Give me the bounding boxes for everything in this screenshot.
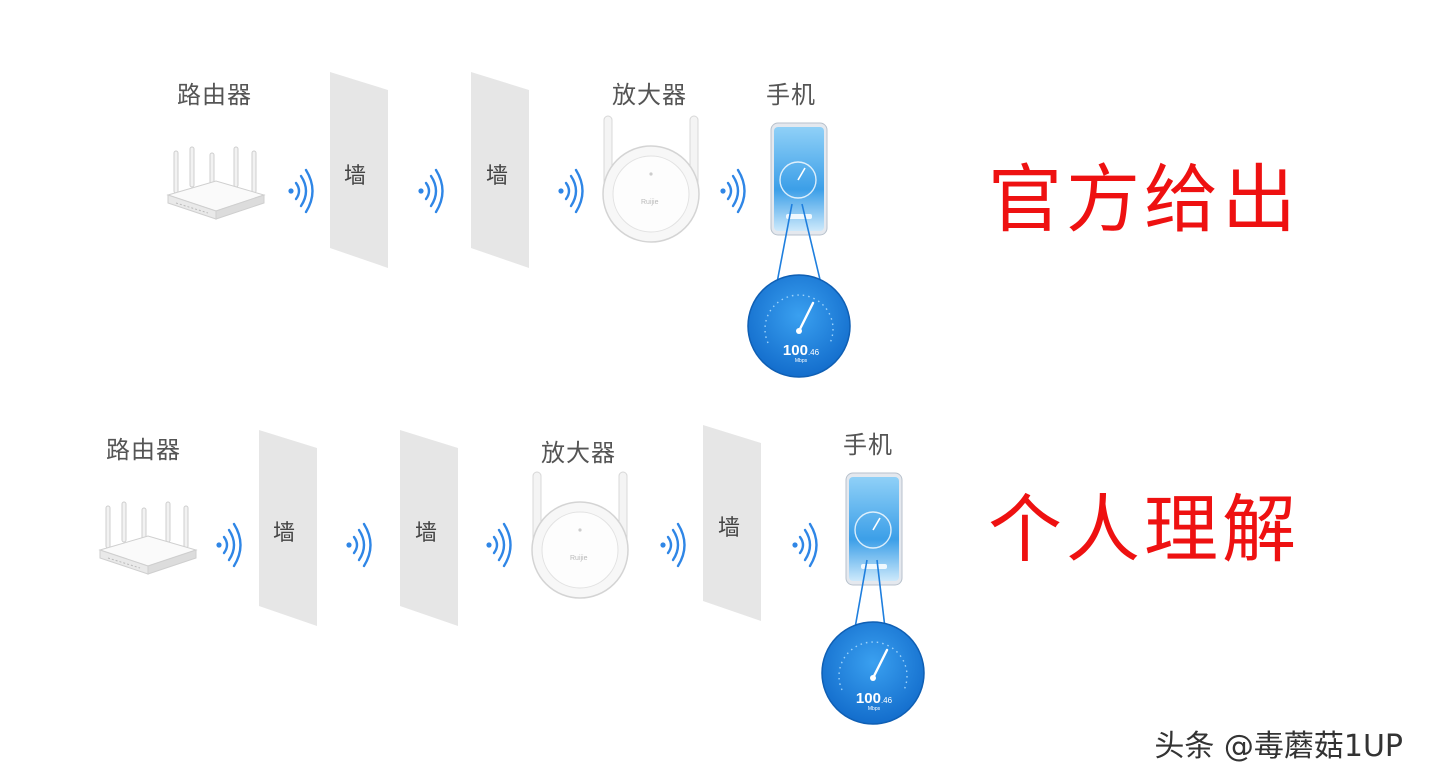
wifi-signal-icon xyxy=(346,522,372,568)
wall-label: 墙 xyxy=(344,164,367,189)
extender-label: 放大器 xyxy=(612,81,687,109)
watermark: 头条 @毒蘑菇1UP xyxy=(1154,729,1403,764)
phone-icon xyxy=(770,122,828,236)
speed-unit: Mbps xyxy=(794,358,808,364)
zoom-connector xyxy=(854,559,886,629)
wifi-signal-icon xyxy=(720,168,746,214)
phone-label: 手机 xyxy=(843,431,893,459)
wall-label: 墙 xyxy=(415,521,438,546)
zoom-connector xyxy=(775,203,823,289)
wifi-signal-icon xyxy=(792,522,818,568)
extender-icon xyxy=(602,115,700,243)
extender-icon xyxy=(531,471,629,599)
brand-logo: Ruijie xyxy=(570,555,588,562)
wifi-signal-icon xyxy=(418,168,444,214)
speed-decimal: .46 xyxy=(807,348,820,357)
router-icon xyxy=(166,146,266,220)
phone-label: 手机 xyxy=(766,81,816,109)
wifi-signal-icon xyxy=(660,522,686,568)
wall-shape xyxy=(259,430,317,626)
wall-shape xyxy=(400,430,458,626)
speed-value: 100 xyxy=(782,342,808,359)
wifi-signal-icon xyxy=(486,522,512,568)
wifi-signal-icon xyxy=(558,168,584,214)
speed-value: 100 xyxy=(855,690,881,707)
wall-label: 墙 xyxy=(486,164,509,189)
wall-label: 墙 xyxy=(273,521,296,546)
wall-shape xyxy=(330,72,388,268)
caption-personal: 个人理解 xyxy=(988,487,1300,573)
router-label: 路由器 xyxy=(177,81,252,109)
speed-gauge-icon xyxy=(747,274,851,378)
wall-label: 墙 xyxy=(718,516,741,541)
speed-readout: 100.46 Mbps xyxy=(849,688,899,712)
router-icon xyxy=(98,501,198,575)
extender-label: 放大器 xyxy=(541,439,616,467)
brand-logo: Ruijie xyxy=(641,199,659,206)
wifi-signal-icon xyxy=(216,522,242,568)
speed-decimal: .46 xyxy=(880,696,893,705)
wifi-signal-icon xyxy=(288,168,314,214)
phone-icon xyxy=(845,472,903,586)
wall-shape xyxy=(471,72,529,268)
speed-gauge-icon xyxy=(821,621,925,725)
caption-official: 官方给出 xyxy=(988,157,1300,243)
speed-unit: Mbps xyxy=(867,706,881,712)
router-label: 路由器 xyxy=(106,436,181,464)
wall-shape xyxy=(703,425,761,621)
speed-readout: 100.46 Mbps xyxy=(776,340,826,364)
